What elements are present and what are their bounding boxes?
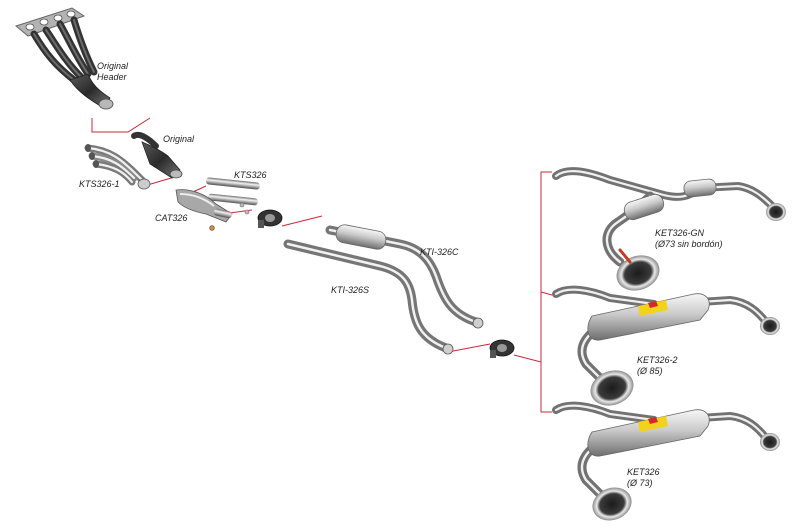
connector-bracket-rear: [513, 171, 552, 363]
label-ket326-gn: KET326-GN (Ø73 sin bordón): [655, 228, 723, 249]
ket326-gn-tip-side: [766, 203, 786, 221]
ket326-2-muffler: [587, 293, 710, 341]
label-kts326-1: KTS326-1: [79, 179, 120, 189]
label-original-header: Original Header: [97, 61, 129, 82]
kts326-part: [206, 177, 260, 215]
ket326-sticker: [638, 416, 668, 432]
ket326-2-tip-main: [590, 370, 634, 406]
ket326-part: [552, 401, 780, 521]
connector-kti-clamp2: [447, 343, 491, 353]
clamp-2-part: [489, 339, 515, 358]
connector-bracket-bottom: [540, 362, 552, 413]
ket326-muffler: [587, 409, 710, 457]
connector-bracket-mid: [540, 291, 553, 296]
clamp-1-part: [257, 209, 283, 228]
label-ket326: KET326 (Ø 73): [627, 467, 660, 488]
label-original-cat: Original: [163, 134, 195, 144]
original-cat-part: [131, 132, 183, 179]
label-ket326-2: KET326-2 (Ø 85): [637, 355, 678, 376]
label-cat326: CAT326: [155, 213, 188, 223]
ket326-2-part: [552, 285, 780, 406]
label-kts326: KTS326: [234, 170, 267, 180]
kti-326s-part: [283, 239, 454, 355]
ket326-gn-tip-main: [616, 255, 660, 291]
ket326-tip-main: [592, 487, 632, 521]
label-kti-326c: KTI-326C: [420, 247, 459, 257]
cat326-part: [175, 189, 233, 231]
connector-clamp-kti: [281, 215, 323, 227]
kts326-1-part: [84, 144, 151, 190]
ket326-tip-side: [760, 433, 780, 451]
ket326-2-sticker: [638, 300, 668, 316]
original-header-part: [14, 7, 114, 110]
ket326-2-tip-side: [760, 317, 780, 335]
kti-326c-part: [325, 224, 484, 329]
connector-header-kts326-1: [91, 117, 151, 133]
ket326-gn-part: [552, 167, 786, 291]
label-kti-326s: KTI-326S: [331, 285, 370, 295]
